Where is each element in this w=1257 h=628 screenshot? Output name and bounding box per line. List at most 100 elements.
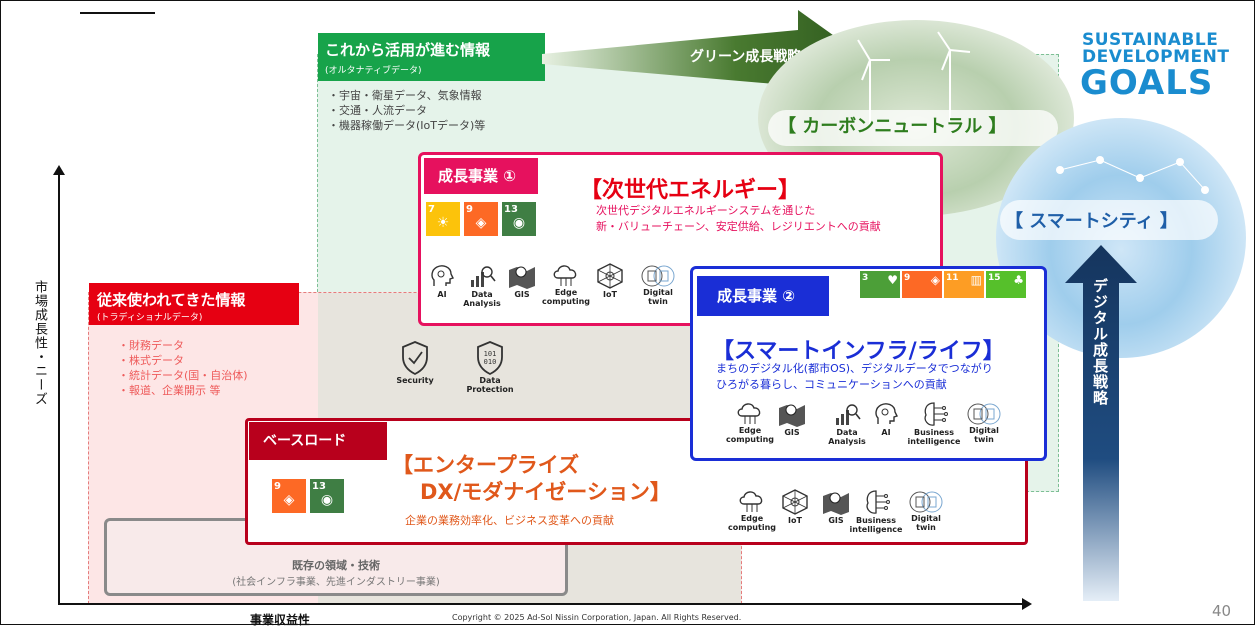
map-pin-icon: [779, 404, 805, 427]
sdgs-logo-goals: GOALS: [1080, 63, 1214, 103]
brain-circuit-icon: [924, 402, 948, 426]
alternative-data-subtitle: (オルタナティブデータ): [325, 66, 422, 76]
tech-label: GIS: [828, 516, 844, 525]
sdgs-logo-line1: SUSTAINABLE: [1082, 30, 1219, 50]
health-icon: ♥: [887, 273, 898, 287]
alternative-data-list: ・宇宙・衛星データ、気象情報 ・交通・人流データ ・機器稼働データ(IoTデータ…: [328, 88, 485, 133]
traditional-data-list: ・財務データ ・株式データ ・統計データ(国・自治体) ・報道、企業開示 等: [118, 338, 248, 398]
industry-icon: ◈: [283, 492, 295, 508]
tech-label: Edge computing: [542, 288, 590, 306]
tech-gis: GIS: [816, 488, 856, 525]
svg-text:101: 101: [484, 350, 497, 358]
data-analysis-icon: [836, 404, 861, 425]
y-axis-label: 市場成長性・ニーズ: [32, 280, 47, 406]
sun-icon: ☀: [436, 215, 450, 231]
sdg-tile-3: 3♥: [860, 271, 900, 298]
sdg-number: 13: [312, 481, 326, 492]
climate-eye-icon: ◉: [512, 215, 526, 231]
sdg-tile-9: 9◈: [902, 271, 942, 298]
tech-label: Business intelligence: [849, 516, 903, 534]
shield-check-icon: [402, 341, 428, 376]
tech-gis: GIS: [504, 262, 540, 299]
network-nodes-icon: [1056, 156, 1209, 194]
list-item: ・株式データ: [118, 354, 184, 367]
tech-label: IoT: [603, 290, 617, 299]
sdg-tile-11: 11▥: [944, 271, 984, 298]
city-icon: ▥: [970, 273, 982, 287]
growth-2-desc-line1: まちのデジタル化(都市OS)、デジタルデータでつながり: [716, 362, 993, 375]
growth-1-tag-label: 成長事業 ①: [438, 167, 516, 185]
list-item: ・財務データ: [118, 339, 184, 352]
list-item: ・機器稼働データ(IoTデータ)等: [328, 119, 486, 132]
tech-label: Edge computing: [726, 426, 774, 444]
digital-strategy-label: デジタル成長戦略: [1091, 278, 1109, 406]
tech-label: Digital twin: [911, 514, 941, 532]
climate-eye-icon: ◉: [320, 492, 334, 508]
existing-domain-title: 既存の領域・技術: [292, 559, 380, 572]
green-strategy-label: グリーン成長戦略: [690, 49, 802, 65]
industry-icon: ◈: [475, 215, 487, 231]
header-corner-line: [80, 0, 155, 14]
page-number: 40: [1212, 602, 1232, 620]
brain-circuit-icon: [866, 490, 890, 514]
security-label: Security: [396, 376, 434, 385]
baseload-title-line1: 【エンタープライズ: [392, 453, 580, 477]
wind-turbine-icon: [857, 31, 971, 125]
baseload-description: 企業の業務効率化、ビジネス変革への貢献: [405, 514, 614, 527]
growth-2-desc-line2: ひろがる暮らし、コミュニケーションへの貢献: [716, 378, 947, 391]
data-protection-label: Data Protection: [466, 376, 514, 394]
tech-label: Business intelligence: [907, 428, 961, 446]
tech-digital-twin: Digital twin: [632, 264, 684, 306]
carbon-neutral-label-bg: [768, 110, 1058, 146]
growth-1-title: 【次世代エネルギー】: [580, 178, 801, 203]
list-item: ・交通・人流データ: [328, 104, 427, 117]
tech-business-intelligence: Business intelligence: [846, 488, 906, 534]
y-axis: [58, 172, 60, 604]
cloud-icon: [737, 403, 761, 424]
tech-gis: GIS: [774, 400, 810, 437]
sdg-tile-9: 9◈: [464, 202, 498, 236]
sdg-tile-7: 7☀: [426, 202, 460, 236]
map-pin-icon: [823, 492, 849, 515]
tech-label: Edge computing: [728, 514, 776, 532]
digital-twin-icon: [909, 491, 943, 513]
tech-label: Data Analysis: [828, 428, 866, 446]
tech-label: Data Analysis: [463, 290, 501, 308]
cloud-icon: [739, 491, 763, 512]
traditional-data-title: 従来使われてきた情報: [97, 291, 246, 309]
baseload-title-line2: DX/モダナイゼーション】: [420, 480, 671, 504]
tech-label: IoT: [788, 516, 802, 525]
x-axis-label: 事業収益性: [250, 613, 311, 627]
tech-iot: IoT: [774, 488, 816, 525]
growth-1-desc-line2: 新・バリューチェーン、安定供給、レジリエントへの貢献: [596, 220, 881, 233]
tech-label: GIS: [514, 290, 530, 299]
alternative-data-title: これから活用が進む情報: [325, 41, 491, 59]
tech-digital-twin: Digital twin: [960, 402, 1008, 444]
tech-digital-twin: Digital twin: [902, 490, 950, 532]
tech-label: GIS: [784, 428, 800, 437]
digital-twin-icon: [641, 265, 675, 287]
existing-domain-subtitle: (社会インフラ事業、先進インダストリー事業): [232, 577, 440, 588]
baseload-tag: ベースロード: [249, 422, 387, 460]
tech-business-intelligence: Business intelligence: [904, 400, 964, 446]
sdgs-logo-line2: DEVELOPMENT: [1082, 47, 1230, 67]
iot-icon: [782, 489, 808, 515]
ai-head-icon: [875, 403, 898, 424]
copyright: Copyright © 2025 Ad-Sol Nissin Corporati…: [452, 613, 742, 622]
sdg-number: 7: [428, 204, 435, 215]
sdg-number: 9: [466, 204, 473, 215]
iot-icon: [597, 263, 623, 289]
list-item: ・統計データ(国・自治体): [118, 369, 248, 382]
tech-label: AI: [437, 290, 447, 299]
tech-data-analysis: Data Analysis: [458, 262, 506, 308]
traditional-data-header: 従来使われてきた情報 (トラディショナルデータ): [89, 283, 299, 325]
smart-city-label-bg: [1000, 200, 1218, 240]
tech-ai: AI: [868, 400, 904, 437]
cloud-icon: [553, 265, 577, 286]
svg-text:010: 010: [484, 358, 497, 366]
tech-label: Digital twin: [643, 288, 673, 306]
tech-data-analysis: Data Analysis: [822, 400, 872, 446]
digital-twin-icon: [967, 403, 1001, 425]
growth-1-tag: 成長事業 ①: [424, 158, 538, 194]
